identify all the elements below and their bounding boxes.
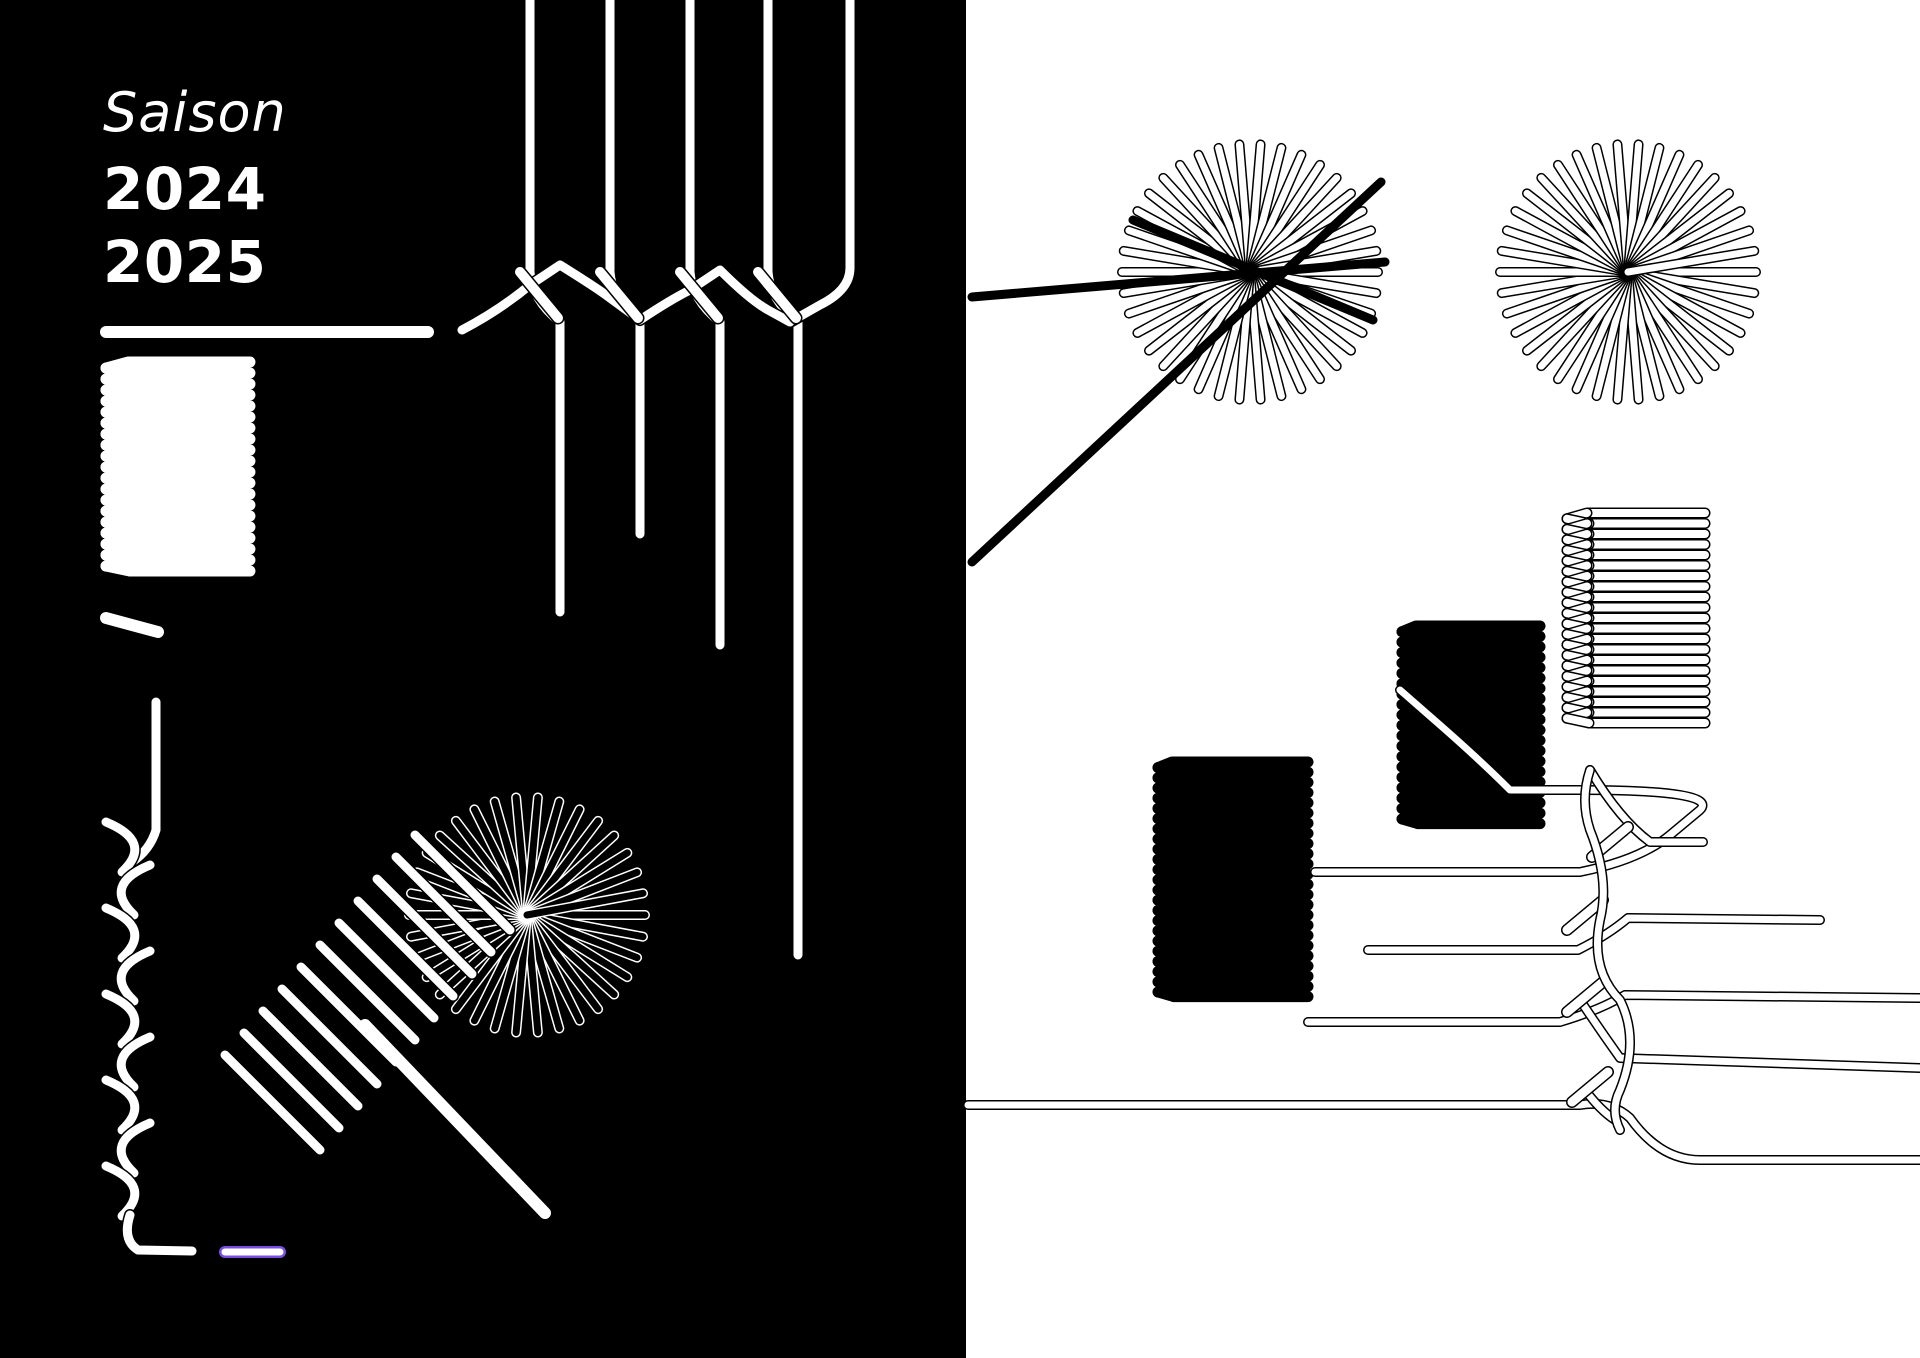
left-chain-link-5 (115, 1031, 156, 1093)
left-chain-link-0 (100, 816, 141, 878)
right-cord-4 (1575, 995, 1920, 1073)
left-starburst-ray-33-fill (523, 889, 647, 919)
right-stroke-horizontal (967, 257, 1390, 302)
left-ring-10 (409, 829, 516, 936)
right-cord-2 (1303, 990, 1920, 1027)
left-chain-link-2 (100, 902, 141, 964)
left-cord-end (784, 0, 856, 328)
left-chain-foot (121, 1209, 198, 1257)
left-coil-rings (219, 829, 551, 1219)
left-chain-link-0-fill (101, 817, 140, 877)
right-cord-3 (1363, 913, 1825, 955)
left-knot-rope (456, 259, 796, 336)
left-chain-link-3-fill (116, 946, 155, 1006)
left-knot-1-fill (595, 267, 643, 323)
left-ring-5 (314, 939, 421, 1046)
left-ring-9 (390, 851, 497, 958)
left-chain-link-6 (100, 1074, 141, 1136)
left-spring-coil-twist-b-18-fill (102, 562, 134, 575)
right-starburst-b-ray-37 (1623, 245, 1760, 277)
left-spring-coil (100, 356, 256, 577)
left-knot-3 (751, 265, 803, 325)
left-chain-link-1 (115, 859, 156, 921)
right-coil-high-twist-b-19 (1561, 712, 1595, 729)
season-year-start: 2024 (103, 155, 267, 223)
left-spring-tail (100, 612, 164, 638)
left-chain-link-2-fill (101, 903, 140, 963)
right-coil-low-twist-b-22-fill (1154, 988, 1178, 1001)
left-ring-5-fill (315, 940, 420, 1045)
right-coil-high-twist-b-19-fill (1563, 714, 1593, 727)
right-knot-1 (1561, 894, 1609, 936)
left-ring-8-fill (372, 874, 477, 979)
right-weave (1580, 765, 1635, 1135)
right-cord-mid-link (1310, 685, 1708, 877)
season-word: Saison (103, 81, 287, 144)
right-coil-low-twist-b-22 (1152, 986, 1180, 1003)
left-chain-link-1-fill (116, 860, 155, 920)
left-ring-1 (238, 1027, 345, 1134)
left-ring-0-fill (220, 1050, 325, 1155)
right-cord-mid-link-fill (1311, 686, 1706, 876)
left-chain (100, 696, 198, 1257)
left-ornaments (100, 0, 856, 1258)
left-ring-3 (276, 983, 383, 1090)
left-ring-0 (219, 1049, 326, 1156)
black-panel (0, 0, 966, 1358)
left-chain-link-7-fill (116, 1118, 155, 1178)
right-cord-3-fill (1364, 914, 1824, 954)
right-stroke-diagonal-a (1128, 215, 1378, 325)
left-starburst-ray-33 (522, 888, 648, 920)
left-knot-rope-fill (457, 260, 795, 335)
left-ring-7-fill (353, 896, 458, 1001)
right-knot-3-fill (1567, 1067, 1613, 1107)
left-ring-2-fill (258, 1006, 363, 1111)
left-ring-6 (333, 917, 440, 1024)
right-knot-2 (1561, 976, 1609, 1018)
left-knot-2 (673, 265, 725, 325)
left-ring-8 (371, 873, 478, 980)
right-knot-1-fill (1562, 895, 1608, 935)
season-year-end: 2025 (103, 228, 267, 296)
right-coil-high (1561, 507, 1711, 729)
left-knot-3-fill (753, 267, 801, 323)
left-knot-0 (513, 265, 565, 325)
right-knot-2-fill (1562, 977, 1608, 1017)
left-knot-1 (593, 265, 645, 325)
left-chain-link-3 (115, 945, 156, 1007)
right-weave-fill (1581, 766, 1634, 1134)
left-ring-2 (257, 1005, 364, 1112)
left-spring-coil-twist-b-18 (100, 560, 136, 577)
left-ring-9-fill (391, 852, 496, 957)
right-coil-mid-twist-b-18-fill (1398, 814, 1422, 828)
right-ornaments (963, 139, 1920, 1165)
right-starburst-b-ray-37-fill (1624, 247, 1758, 276)
left-ring-10-fill (410, 830, 515, 935)
right-knot-3 (1566, 1066, 1614, 1108)
left-chain-link-6-fill (101, 1075, 140, 1135)
left-ring-1-fill (239, 1028, 344, 1133)
right-cord-4-fill (1576, 996, 1920, 1072)
right-stroke-diagonal-b (967, 177, 1386, 567)
right-starburst-b (1495, 139, 1761, 405)
left-ring-7 (352, 895, 459, 1002)
right-coil-low (1152, 756, 1314, 1003)
left-chain-link-7 (115, 1117, 156, 1179)
left-chain-foot-fill (122, 1210, 197, 1256)
left-cord-end-fill (785, 0, 855, 327)
left-ring-3-fill (277, 984, 382, 1089)
left-chain-link-4 (100, 988, 141, 1050)
right-cord-2-fill (1304, 991, 1920, 1026)
left-ring-6-fill (334, 918, 439, 1023)
left-ring-tail (359, 1019, 551, 1219)
right-coil-mid-twist-b-18 (1396, 813, 1424, 830)
left-chain-link-5-fill (116, 1032, 155, 1092)
right-cord-top-fill (1586, 766, 1707, 846)
left-knot-2-fill (675, 267, 723, 323)
right-cord-top (1585, 765, 1708, 847)
left-knot-0-fill (515, 267, 563, 323)
left-chain-link-4-fill (101, 989, 140, 1049)
